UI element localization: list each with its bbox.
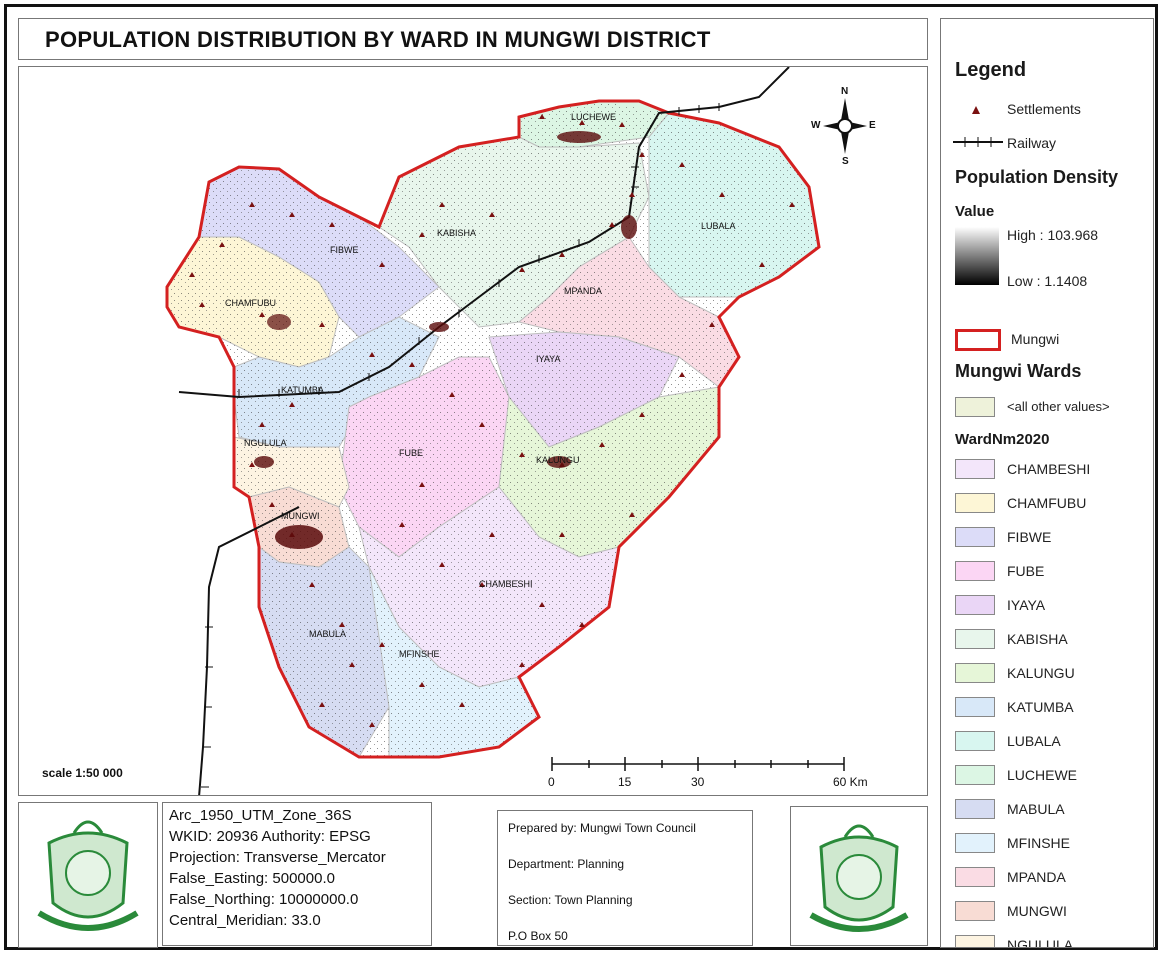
ward-legend-label: NGULULA bbox=[1007, 937, 1074, 948]
west-label: W bbox=[811, 120, 821, 131]
settlement-icon bbox=[972, 106, 980, 114]
ward-swatch bbox=[955, 459, 995, 479]
ward-swatch bbox=[955, 595, 995, 615]
ward-legend-label: FUBE bbox=[1007, 563, 1045, 579]
density-ramp bbox=[955, 227, 999, 285]
ward-legend-label: LUBALA bbox=[1007, 733, 1061, 749]
ward-swatch bbox=[955, 493, 995, 513]
ward-legend-label: KALUNGU bbox=[1007, 665, 1075, 681]
council-emblem-icon bbox=[809, 824, 909, 932]
legend-wards-heading: Mungwi Wards bbox=[955, 361, 1082, 381]
spatial-ref-line: WKID: 20936 Authority: EPSG bbox=[169, 828, 371, 845]
ward-legend-label: MPANDA bbox=[1007, 869, 1066, 885]
ward-legend-label: IYAYA bbox=[1007, 597, 1046, 613]
label-fube: FUBE bbox=[399, 448, 424, 458]
south-label: S bbox=[842, 156, 849, 167]
map-frame bbox=[4, 4, 1158, 950]
label-ngulula: NGULULA bbox=[244, 438, 287, 448]
spatial-ref-line: Arc_1950_UTM_Zone_36S bbox=[169, 807, 352, 824]
spatial-ref-line: False_Northing: 10000000.0 bbox=[169, 891, 359, 908]
legend-settlements: Settlements bbox=[1007, 101, 1081, 117]
scale-text: scale 1:50 000 bbox=[42, 766, 123, 780]
east-label: E bbox=[869, 120, 876, 131]
ward-swatch bbox=[955, 561, 995, 581]
legend-value-heading: Value bbox=[955, 203, 995, 220]
label-mabula: MABULA bbox=[309, 629, 347, 639]
label-kabisha: KABISHA bbox=[437, 228, 477, 238]
label-luchewe: LUCHEWE bbox=[571, 112, 617, 122]
legend-heading: Legend bbox=[955, 59, 1027, 81]
ward-legend-label: KATUMBA bbox=[1007, 699, 1074, 715]
label-chambeshi: CHAMBESHI bbox=[479, 579, 533, 589]
ward-legend-label: KABISHA bbox=[1007, 631, 1068, 647]
prepared-by-panel: Prepared by: Mungwi Town Council Departm… bbox=[497, 810, 753, 946]
railway-icon bbox=[953, 137, 1003, 147]
spatial-reference-panel: Arc_1950_UTM_Zone_36S WKID: 20936 Author… bbox=[162, 802, 432, 946]
ward-swatch bbox=[955, 867, 995, 887]
scale-tick-15: 15 bbox=[618, 775, 632, 789]
ward-legend-label: MABULA bbox=[1007, 801, 1065, 817]
ward-swatch bbox=[955, 765, 995, 785]
ward-swatch bbox=[955, 901, 995, 921]
boundary-swatch bbox=[955, 329, 1001, 351]
ward-swatch bbox=[955, 697, 995, 717]
district-boundary bbox=[165, 99, 821, 759]
label-kalungu: KALUNGU bbox=[536, 455, 580, 465]
label-katumba: KATUMBA bbox=[281, 385, 324, 395]
scale-tick-60: 60 Km bbox=[833, 775, 868, 789]
north-arrow: N S E W bbox=[811, 86, 876, 167]
ward-legend-label: MFINSHE bbox=[1007, 835, 1070, 851]
legend-low: Low : 1.1408 bbox=[1007, 273, 1088, 289]
title-box: POPULATION DISTRIBUTION BY WARD IN MUNGW… bbox=[18, 18, 928, 60]
compass-icon bbox=[823, 98, 867, 154]
logo-panel-right bbox=[790, 806, 928, 946]
label-mfinshe: MFINSHE bbox=[399, 649, 440, 659]
ward-swatch bbox=[955, 731, 995, 751]
railway-ticks bbox=[201, 103, 720, 788]
map-svg bbox=[165, 67, 845, 795]
department: Department: Planning bbox=[508, 857, 625, 871]
legend-high: High : 103.968 bbox=[1007, 227, 1099, 243]
spatial-ref-line: False_Easting: 500000.0 bbox=[169, 870, 335, 887]
map-title: POPULATION DISTRIBUTION BY WARD IN MUNGW… bbox=[45, 27, 711, 52]
scale-tick-30: 30 bbox=[691, 775, 705, 789]
prepared-by: Prepared by: Mungwi Town Council bbox=[508, 821, 696, 835]
legend-panel: Legend Settlements Railway Population De… bbox=[940, 18, 1154, 948]
label-mpanda: MPANDA bbox=[564, 286, 602, 296]
po-box: P.O Box 50 bbox=[508, 929, 568, 943]
ward-legend-label: FIBWE bbox=[1007, 529, 1052, 545]
legend-other: <all other values> bbox=[1007, 399, 1110, 414]
north-label: N bbox=[841, 86, 849, 97]
scale-bar bbox=[551, 757, 845, 771]
spatial-ref-line: Central_Meridian: 33.0 bbox=[169, 912, 321, 929]
ward-legend-label: CHAMFUBU bbox=[1007, 495, 1087, 511]
ward-swatch bbox=[955, 799, 995, 819]
label-lubala: LUBALA bbox=[701, 221, 736, 231]
ward-swatch bbox=[955, 663, 995, 683]
legend-density-heading: Population Density bbox=[955, 167, 1119, 187]
ward-swatch bbox=[955, 629, 995, 649]
map-panel: LUCHEWE KABISHA LUBALA FIBWE CHAMFUBU MP… bbox=[18, 66, 928, 796]
ward-legend-label: LUCHEWE bbox=[1007, 767, 1078, 783]
logo-panel-left bbox=[18, 802, 158, 948]
ward-legend-label: CHAMBESHI bbox=[1007, 461, 1091, 477]
label-fibwe: FIBWE bbox=[330, 245, 359, 255]
legend-boundary: Mungwi bbox=[1011, 331, 1060, 347]
settlement-clusters bbox=[254, 131, 637, 549]
ward-swatch bbox=[955, 527, 995, 547]
other-swatch bbox=[955, 397, 995, 417]
ward-legend-label: MUNGWI bbox=[1007, 903, 1067, 919]
scale-tick-0: 0 bbox=[548, 775, 555, 789]
legend-railway: Railway bbox=[1007, 135, 1057, 151]
label-mungwi: MUNGWI bbox=[281, 511, 320, 521]
ward-swatch bbox=[955, 833, 995, 853]
section: Section: Town Planning bbox=[508, 893, 633, 907]
label-chamfubu: CHAMFUBU bbox=[225, 298, 276, 308]
label-iyaya: IYAYA bbox=[536, 354, 561, 364]
legend-field-heading: WardNm2020 bbox=[955, 431, 1050, 448]
ward-swatch bbox=[955, 935, 995, 947]
council-emblem-icon bbox=[37, 820, 139, 931]
spatial-ref-line: Projection: Transverse_Mercator bbox=[169, 849, 386, 866]
